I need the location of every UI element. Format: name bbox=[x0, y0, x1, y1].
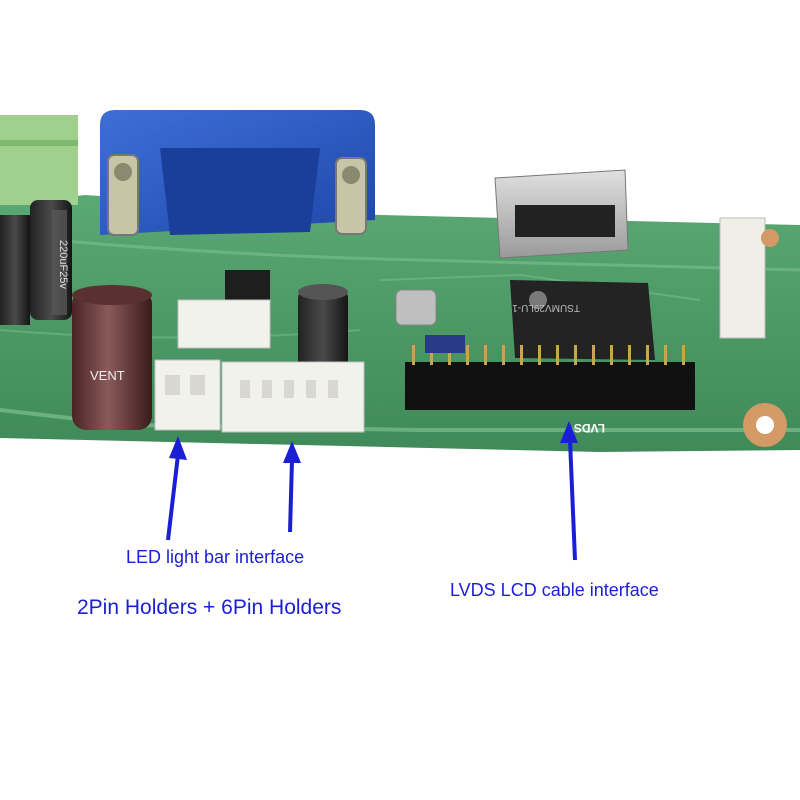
cap-brown-label: VENT bbox=[90, 368, 125, 383]
lvds-interface-label: LVDS LCD cable interface bbox=[450, 580, 659, 600]
capacitor-brown: VENT bbox=[72, 285, 152, 430]
chip-label: TSUMV29LU-1 bbox=[512, 302, 580, 313]
lvds-marking: LVDS bbox=[574, 421, 605, 435]
capacitor-left: 220uF25v bbox=[0, 200, 72, 325]
led-6pin-holder bbox=[221, 361, 365, 433]
led-2pin-holder bbox=[154, 359, 221, 431]
led-arrow-1 bbox=[166, 436, 187, 541]
main-chip: TSUMV29LU-1 bbox=[510, 280, 655, 360]
right-connector bbox=[719, 217, 766, 339]
capacitor-middle bbox=[298, 284, 348, 372]
cap-label-1: 220uF25v bbox=[57, 240, 69, 289]
led-interface-label: LED light bar interface bbox=[126, 547, 305, 567]
mounting-hole bbox=[743, 403, 787, 447]
pin-holders-label: 2Pin Holders + 6Pin Holders bbox=[77, 596, 342, 619]
lvds-arrow bbox=[560, 421, 578, 561]
vga-connector bbox=[100, 110, 375, 236]
terminal-block bbox=[0, 115, 78, 205]
hdmi-port bbox=[494, 169, 629, 259]
led-arrow-2 bbox=[283, 441, 301, 533]
crystal bbox=[395, 289, 437, 326]
lvds-header: LVDS bbox=[405, 345, 695, 435]
